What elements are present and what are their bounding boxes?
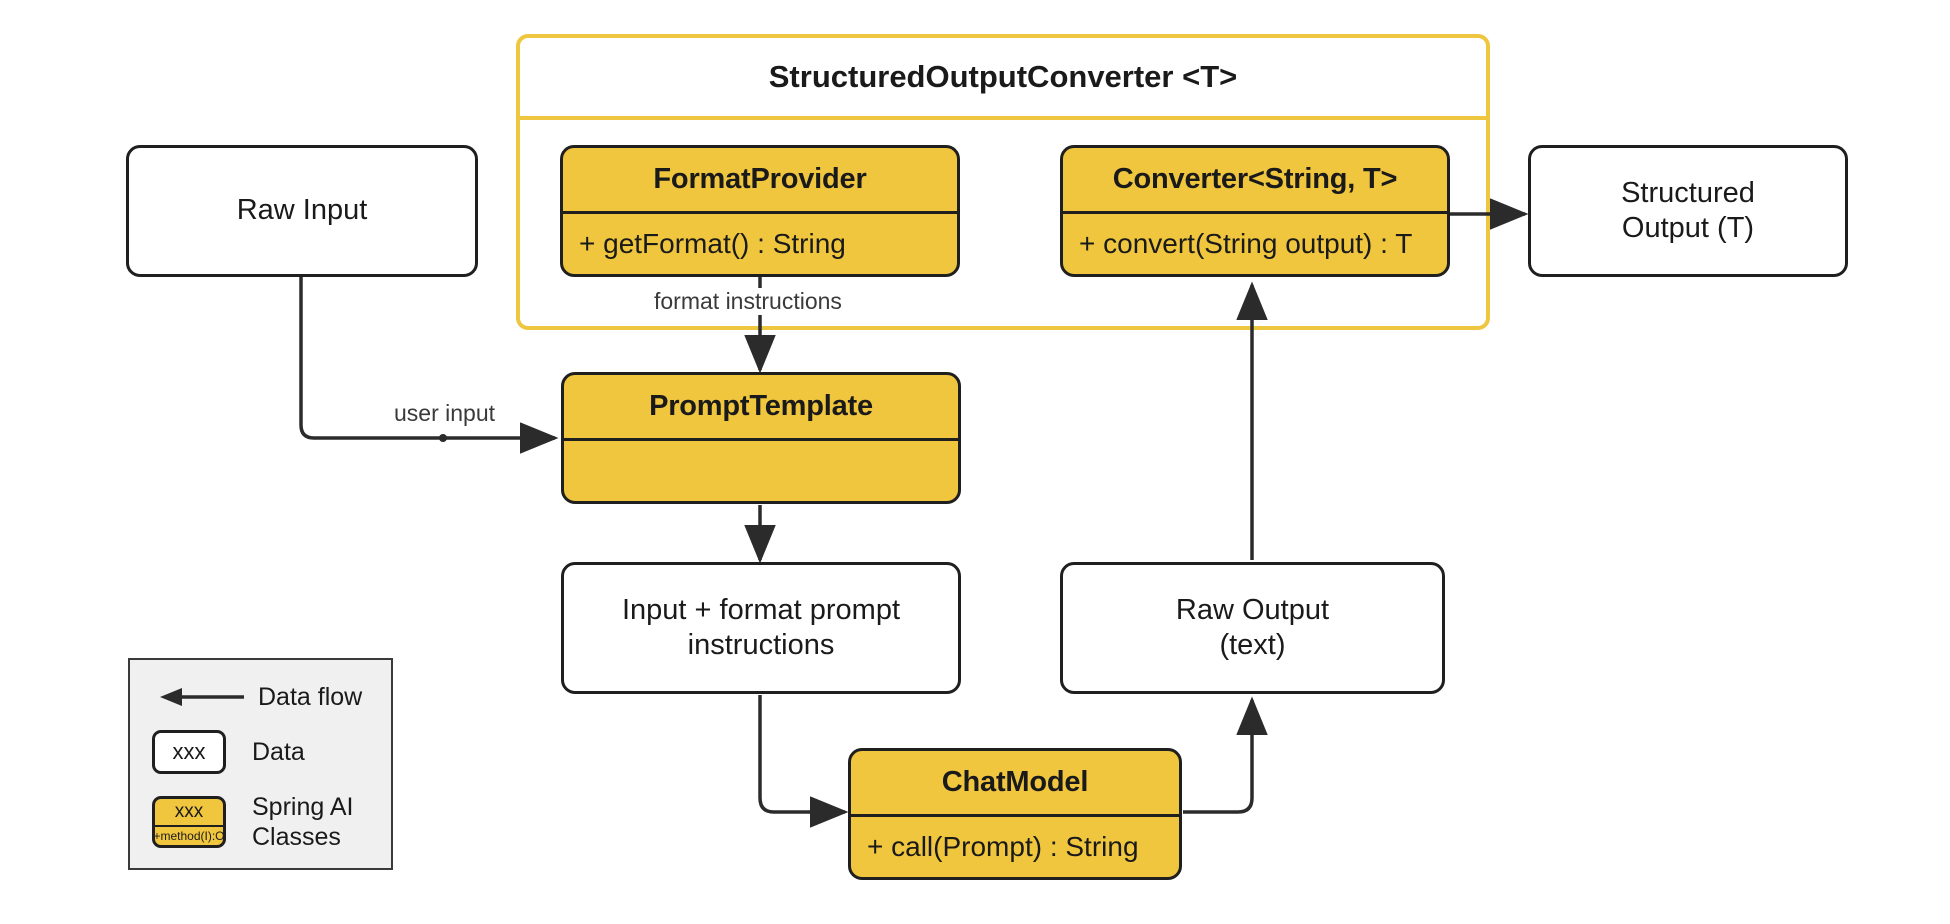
arrow-left-icon [160,688,244,706]
legend-label-spring-ai-line1: Spring AI [252,793,354,821]
node-raw-output-line1: Raw Output [1175,593,1330,626]
legend-row-spring-ai-classes: xxx +method(I):O Spring AI Classes [152,792,353,852]
node-raw-input-label: Raw Input [236,194,368,227]
node-raw-output[interactable]: Raw Output (text) [1060,562,1445,694]
edge-input-to-chatmodel [758,695,849,828]
legend-label-spring-ai-line2: Classes [252,823,341,851]
edge-user-input-waypoint [439,434,447,442]
edge-label-format-instructions: format instructions [648,288,848,315]
node-structured-output[interactable]: Structured Output (T) [1528,145,1848,277]
node-raw-input[interactable]: Raw Input [126,145,478,277]
structured-output-converter-container: StructuredOutputConverter <T> [516,34,1490,330]
node-input-format-prompt-line1: Input + format prompt [621,593,901,626]
node-converter[interactable]: Converter<String, T> + convert(String ou… [1060,145,1450,277]
node-raw-output-line2: (text) [1219,629,1286,661]
node-structured-output-line1: Structured [1621,176,1755,209]
legend-label-data-flow: Data flow [258,683,363,711]
node-prompt-template-title: PromptTemplate [649,390,873,422]
node-input-format-prompt-label: Input + format prompt instructions [564,565,958,691]
node-format-provider-title: FormatProvider [653,163,867,195]
edge-chatmodel-to-rawoutput [1183,696,1268,814]
node-format-provider[interactable]: FormatProvider + getFormat() : String [560,145,960,277]
node-format-provider-members: + getFormat() : String [579,228,846,259]
node-structured-output-label: Structured Output (T) [1531,148,1845,274]
legend-label-spring-ai-classes: Spring AI Classes [252,792,353,852]
legend-swatch-class-member: +method(I):O [153,829,225,843]
node-input-format-prompt-line2: instructions [687,629,835,661]
legend-swatch-class-divider [155,825,223,827]
legend-row-data-flow: Data flow [152,682,362,712]
node-prompt-template-divider [564,438,958,441]
node-converter-divider [1063,211,1447,214]
container-title: StructuredOutputConverter <T> [768,59,1238,94]
node-chat-model-members: + call(Prompt) : String [867,831,1139,862]
node-chat-model-divider [851,814,1179,817]
legend-swatch-spring-ai-class: xxx +method(I):O [152,796,226,848]
node-prompt-template[interactable]: PromptTemplate [561,372,961,504]
edge-label-user-input: user input [388,400,502,427]
container-divider [520,116,1486,120]
legend: Data flow xxx Data xxx +method(I):O Spri… [128,658,393,870]
legend-row-data: xxx Data [152,730,305,774]
node-chat-model-title: ChatModel [941,766,1089,798]
node-format-provider-divider [563,211,957,214]
legend-swatch-data-text: xxx [172,739,206,764]
node-input-format-prompt[interactable]: Input + format prompt instructions [561,562,961,694]
node-prompt-template-members [564,441,958,501]
legend-swatch-data: xxx [152,730,226,774]
node-converter-title: Converter<String, T> [1112,163,1398,195]
node-converter-members: + convert(String output) : T [1079,228,1413,259]
legend-label-data: Data [252,738,305,766]
node-raw-output-label: Raw Output (text) [1063,565,1442,691]
node-structured-output-line2: Output (T) [1621,212,1755,244]
node-chat-model[interactable]: ChatModel + call(Prompt) : String [848,748,1182,880]
legend-swatch-class-title: xxx [174,801,204,822]
